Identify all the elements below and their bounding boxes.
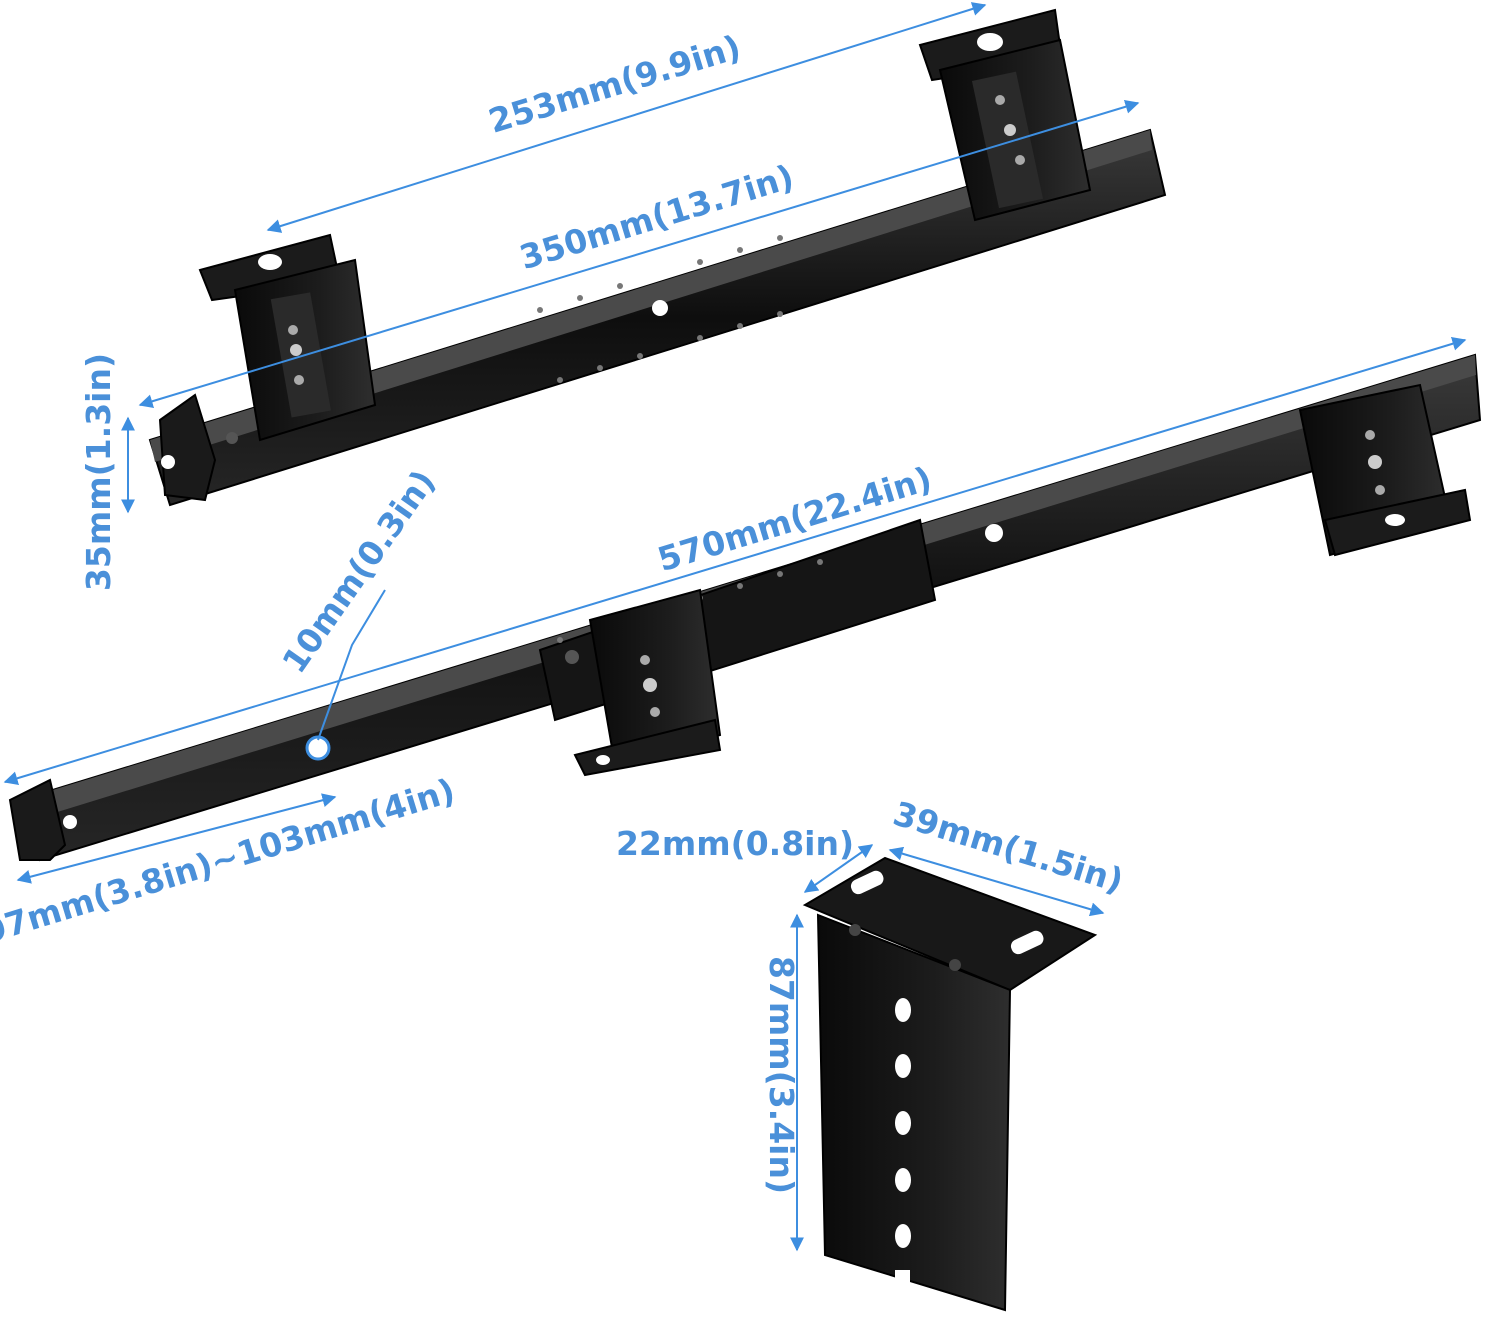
dimension-lines [3, 2, 1467, 1252]
bracket-depth-line [803, 844, 874, 893]
closed-slide-front-bracket [918, 8, 1092, 222]
end-mount-hole [161, 455, 175, 469]
rail-hole [226, 432, 238, 444]
bracket-holes [895, 998, 911, 1248]
l-bracket [802, 856, 1098, 1312]
label-253mm: 253mm(9.9in) [484, 27, 745, 141]
hole-leader-line [317, 589, 386, 741]
label-35mm: 35mm(1.3in) [79, 353, 118, 591]
extended-rail-hole [565, 650, 579, 664]
extended-end-mount-hole [63, 815, 77, 829]
extended-center-hole [985, 524, 1003, 542]
label-10mm: 10mm(0.3in) [274, 463, 443, 680]
closed-slide-rear-bracket [198, 233, 377, 442]
label-22mm: 22mm(0.8in) [616, 824, 854, 863]
adjust-range-line [16, 793, 337, 884]
length-570-line [3, 336, 1467, 786]
bracket-width-line [888, 846, 1105, 917]
measured-hole [305, 735, 331, 761]
rail-center-hole [652, 300, 668, 316]
label-87mm: 87mm(3.4in) [762, 956, 801, 1194]
length-253-line [266, 2, 987, 233]
